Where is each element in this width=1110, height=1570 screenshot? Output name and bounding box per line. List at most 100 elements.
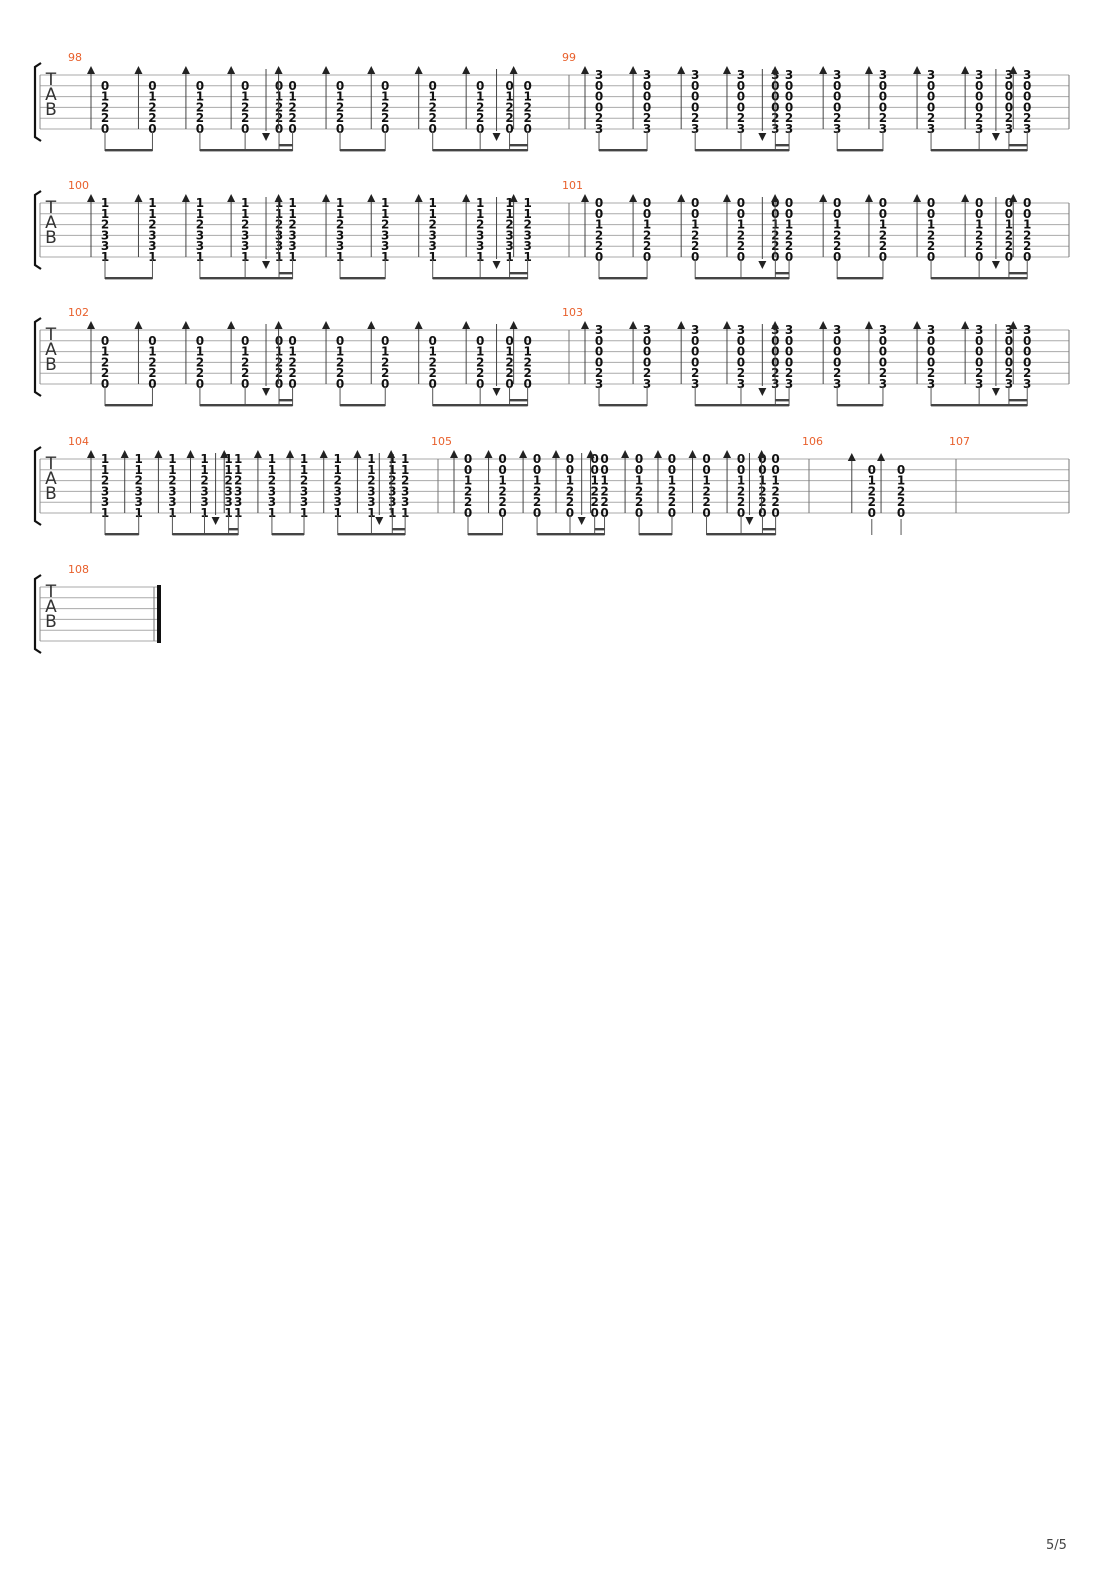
fret-number: 3 xyxy=(135,484,143,498)
fret-number: 1 xyxy=(336,250,344,264)
fret-number: 0 xyxy=(897,463,905,477)
fret-number: 2 xyxy=(498,484,506,498)
downstroke-arrow xyxy=(758,261,767,269)
fret-number: 2 xyxy=(523,111,531,125)
fret-number: 2 xyxy=(268,474,276,488)
fret-number: 0 xyxy=(737,79,745,93)
fret-number: 0 xyxy=(643,100,651,114)
fret-number: 0 xyxy=(533,506,541,520)
upstroke-arrow xyxy=(913,321,922,329)
upstroke-arrow xyxy=(322,66,331,74)
fret-number: 3 xyxy=(381,228,389,242)
upstroke-arrow xyxy=(771,194,780,202)
fret-number: 1 xyxy=(135,452,143,466)
fret-number: 0 xyxy=(566,452,574,466)
upstroke-arrow xyxy=(227,194,236,202)
staff-bracket xyxy=(33,190,42,270)
fret-number: 2 xyxy=(288,366,296,380)
fret-number: 0 xyxy=(590,463,598,477)
fret-number: 1 xyxy=(241,250,249,264)
note-beam-sixteenth xyxy=(594,528,605,531)
fret-number: 2 xyxy=(148,355,156,369)
fret-number: 0 xyxy=(101,122,109,136)
note-beam-sixteenth xyxy=(509,399,528,402)
fret-number: 2 xyxy=(702,495,710,509)
fret-number: 0 xyxy=(833,196,841,210)
fret-number: 1 xyxy=(101,452,109,466)
fret-number: 2 xyxy=(148,100,156,114)
fret-number: 0 xyxy=(927,79,935,93)
upstroke-arrow xyxy=(629,321,638,329)
fret-number: 1 xyxy=(241,90,249,104)
fret-number: 2 xyxy=(388,474,396,488)
fret-number: 3 xyxy=(148,228,156,242)
staff-bracket xyxy=(33,446,42,526)
fret-number: 2 xyxy=(643,228,651,242)
fret-number: 2 xyxy=(429,100,437,114)
fret-number: 0 xyxy=(1023,345,1031,359)
note-beam-sixteenth xyxy=(279,399,293,402)
fret-number: 0 xyxy=(758,452,766,466)
fret-number: 2 xyxy=(1023,239,1031,253)
upstroke-arrow xyxy=(319,450,328,458)
fret-number: 3 xyxy=(833,377,841,391)
fret-number: 0 xyxy=(1023,100,1031,114)
fret-number: 1 xyxy=(148,250,156,264)
fret-number: 0 xyxy=(785,196,793,210)
downstroke-arrow xyxy=(211,517,220,525)
fret-number: 0 xyxy=(691,250,699,264)
fret-number: 0 xyxy=(336,79,344,93)
fret-number: 2 xyxy=(635,495,643,509)
fret-number: 1 xyxy=(224,463,232,477)
fret-number: 0 xyxy=(833,100,841,114)
fret-number: 0 xyxy=(975,79,983,93)
fret-number: 0 xyxy=(595,90,603,104)
fret-number: 0 xyxy=(975,334,983,348)
fret-number: 3 xyxy=(241,239,249,253)
fret-number: 3 xyxy=(879,377,887,391)
fret-number: 2 xyxy=(590,495,598,509)
fret-number: 2 xyxy=(241,100,249,114)
fret-number: 0 xyxy=(737,207,745,221)
fret-number: 2 xyxy=(566,484,574,498)
fret-number: 3 xyxy=(401,495,409,509)
fret-number: 3 xyxy=(737,122,745,136)
fret-number: 2 xyxy=(381,355,389,369)
fret-number: 0 xyxy=(1005,79,1013,93)
fret-number: 3 xyxy=(737,323,745,337)
fret-number: 2 xyxy=(148,218,156,232)
fret-number: 1 xyxy=(476,196,484,210)
fret-number: 0 xyxy=(879,196,887,210)
fret-number: 0 xyxy=(336,334,344,348)
upstroke-arrow xyxy=(864,66,873,74)
fret-number: 1 xyxy=(101,345,109,359)
fret-number: 0 xyxy=(879,100,887,114)
fret-number: 0 xyxy=(1005,345,1013,359)
fret-number: 1 xyxy=(196,250,204,264)
note-beam-sixteenth xyxy=(279,272,293,275)
fret-number: 1 xyxy=(897,474,905,488)
fret-number: 3 xyxy=(691,68,699,82)
fret-number: 0 xyxy=(635,506,643,520)
upstroke-arrow xyxy=(87,450,95,458)
fret-number: 2 xyxy=(785,228,793,242)
fret-number: 2 xyxy=(381,366,389,380)
fret-number: 0 xyxy=(691,79,699,93)
upstroke-arrow xyxy=(819,66,828,74)
fret-number: 0 xyxy=(643,355,651,369)
fret-number: 2 xyxy=(196,218,204,232)
fret-number: 0 xyxy=(771,506,779,520)
fret-number: 0 xyxy=(785,250,793,264)
fret-number: 0 xyxy=(1005,355,1013,369)
fret-number: 2 xyxy=(224,474,232,488)
fret-number: 2 xyxy=(691,111,699,125)
fret-number: 2 xyxy=(566,495,574,509)
fret-number: 0 xyxy=(785,207,793,221)
fret-number: 0 xyxy=(691,355,699,369)
fret-number: 3 xyxy=(785,377,793,391)
fret-number: 3 xyxy=(643,323,651,337)
upstroke-arrow xyxy=(414,66,423,74)
fret-number: 0 xyxy=(476,79,484,93)
fret-number: 2 xyxy=(737,239,745,253)
